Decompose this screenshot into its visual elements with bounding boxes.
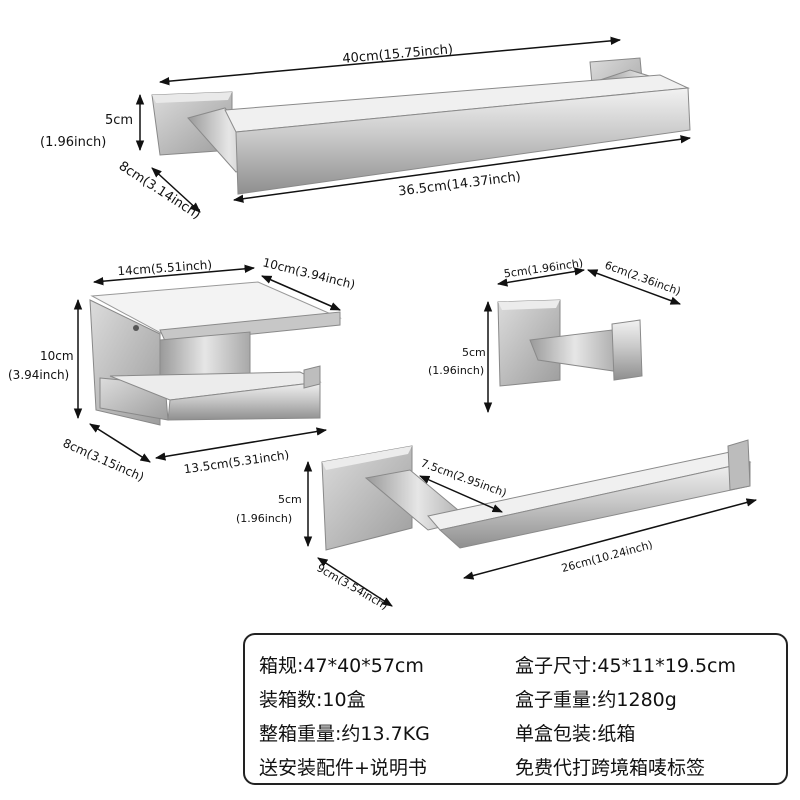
- paper-holder-screw: [133, 325, 139, 331]
- robe-hook-plate: [497, 299, 561, 387]
- dim-robe-hook-depth: 6cm(2.36inch): [603, 259, 683, 299]
- spec-carton-size: 箱规:47*40*57cm: [259, 655, 424, 677]
- dim-line-towel-ring-length: [462, 498, 758, 580]
- spec-qty-per-carton: 装箱数:10盒: [259, 689, 366, 711]
- dim-towel-ring-height-inch: (1.96inch): [236, 512, 292, 525]
- dim-towel-ring-depth: 9cm(3.54inch): [315, 561, 391, 612]
- dim-line-paper-holder-bar: [154, 427, 328, 461]
- robe-hook-tip: [611, 319, 643, 381]
- paper-holder: 14cm(5.51inch) 10cm(3.94inch) 10cm (3.94…: [8, 255, 357, 484]
- packaging-specs-panel: 箱规:47*40*57cm 盒子尺寸:45*11*19.5cm 装箱数:10盒 …: [243, 633, 788, 785]
- dim-line-towel-bar-depth: [151, 167, 201, 213]
- dim-paper-holder-bar: 13.5cm(5.31inch): [183, 448, 290, 477]
- dim-line-towel-bar-total: [158, 36, 622, 86]
- dim-towel-bar-total: 40cm(15.75inch): [342, 42, 454, 67]
- towel-ring: 7.5cm(2.95inch) 5cm (1.96inch) 9cm(3.54i…: [236, 439, 758, 613]
- spec-carton-weight: 整箱重量:约13.7KG: [259, 723, 430, 745]
- dim-line-paper-holder-shelf: [261, 275, 341, 311]
- dim-robe-hook-height-inch: (1.96inch): [428, 364, 484, 377]
- towel-ring-plate-top: [322, 446, 412, 470]
- dim-line-paper-holder-depth: [89, 423, 151, 463]
- robe-hook-plate-top: [498, 300, 560, 310]
- towel-ring-bar-end: [727, 439, 751, 491]
- dim-paper-holder-shelf: 10cm(3.94inch): [261, 255, 356, 292]
- paper-holder-shelf-lip: [159, 311, 341, 344]
- spec-box-size: 盒子尺寸:45*11*19.5cm: [515, 655, 737, 677]
- dim-paper-holder-depth: 8cm(3.15inch): [61, 436, 146, 484]
- dim-paper-holder-height: 10cm: [40, 349, 74, 363]
- spec-accessories: 送安装配件+说明书: [259, 757, 427, 779]
- dim-line-robe-hook-width: [496, 267, 586, 287]
- dim-paper-holder-height-inch: (3.94inch): [8, 368, 69, 382]
- spec-box-weight: 盒子重量:约1280g: [515, 689, 677, 711]
- spec-packing: 单盒包装:纸箱: [515, 723, 636, 745]
- dim-towel-ring-height: 5cm: [278, 493, 302, 506]
- dim-towel-ring-length: 26cm(10.24inch): [560, 538, 654, 575]
- dim-towel-bar-height-inch: (1.96inch): [40, 135, 106, 150]
- towel-bar: 40cm(15.75inch) 5cm (1.96inch) 8cm(3.14i…: [40, 36, 692, 223]
- dim-towel-bar-inner: 36.5cm(14.37inch): [397, 170, 521, 200]
- spec-label: 免费代打跨境箱唛标签: [515, 757, 706, 779]
- dim-paper-holder-width: 14cm(5.51inch): [117, 258, 213, 279]
- dim-robe-hook-height: 5cm: [462, 346, 486, 359]
- dim-line-paper-holder-width: [92, 264, 256, 286]
- dim-line-towel-ring-depth: [317, 557, 393, 607]
- paper-holder-bar-end: [303, 365, 321, 389]
- towel-bar-left-plate-top: [152, 92, 232, 103]
- dim-towel-bar-depth: 8cm(3.14inch): [116, 159, 203, 223]
- dim-line-towel-bar-inner: [232, 135, 692, 203]
- robe-hook: 5cm(1.96inch) 6cm(2.36inch) 5cm (1.96inc…: [428, 257, 683, 414]
- dim-towel-bar-height: 5cm: [105, 113, 133, 128]
- dim-line-robe-hook-depth: [587, 269, 681, 305]
- paper-holder-bar-front: [167, 381, 321, 421]
